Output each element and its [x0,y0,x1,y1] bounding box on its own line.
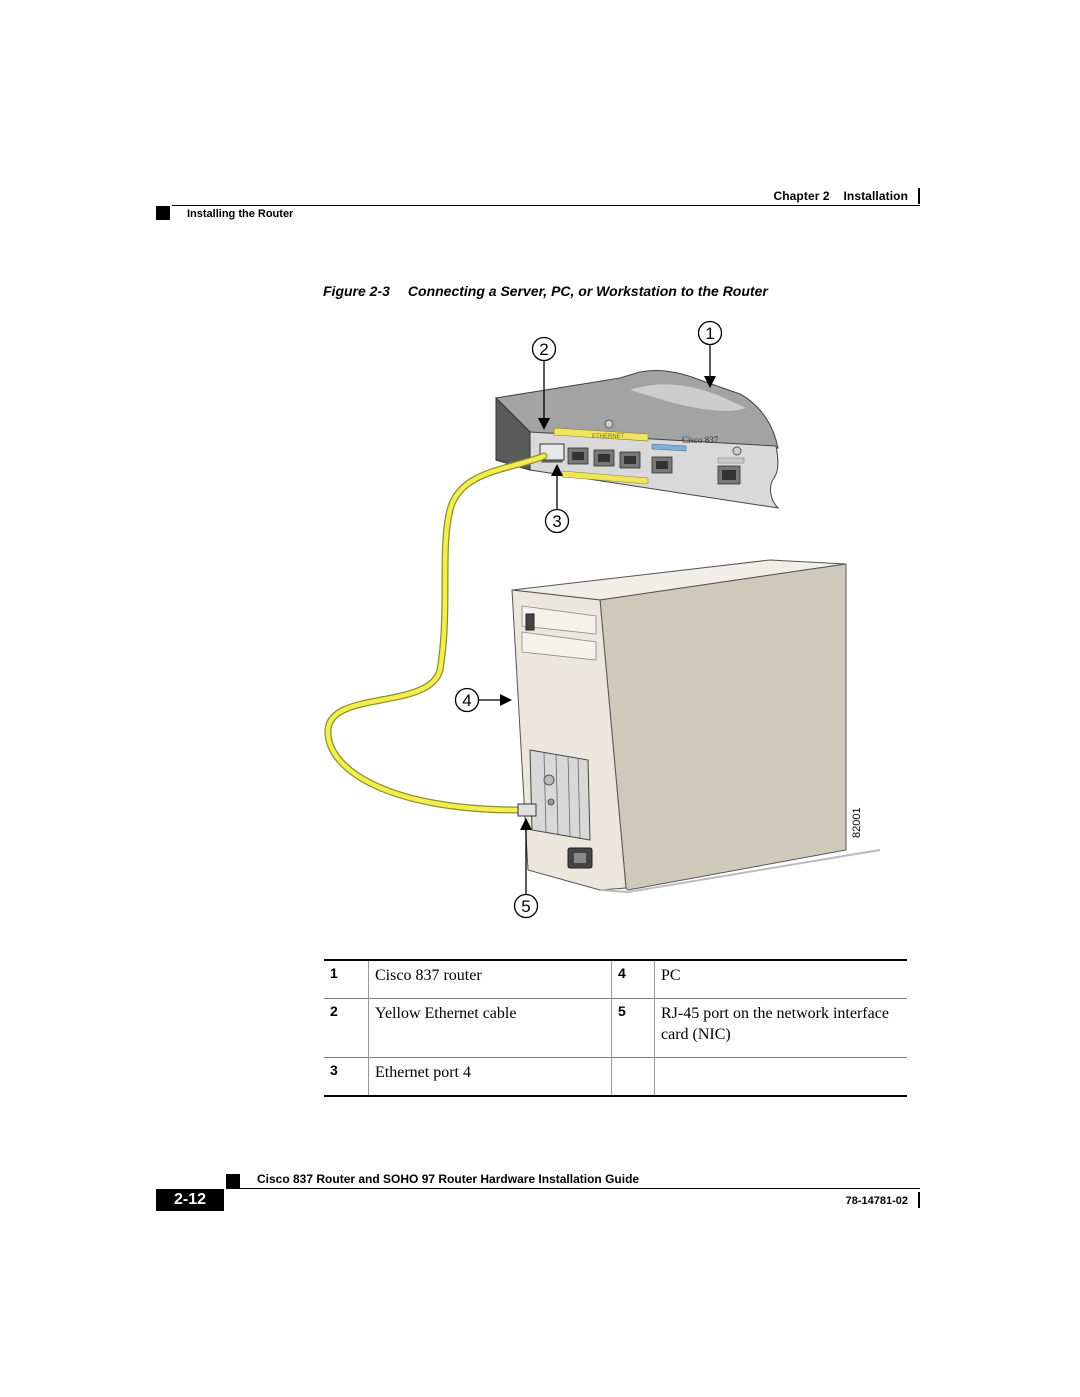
legend-row: 1 Cisco 837 router 4 PC [324,960,907,999]
callout-2-label: 2 [539,340,548,359]
svg-text:ETHERNET: ETHERNET [592,434,625,440]
legend-number: 3 [324,1057,369,1096]
legend-text [655,1058,908,1097]
router-graphic: ETHERNET Cisco 837 [495,369,780,509]
legend-row: 2 Yellow Ethernet cable 5 RJ-45 port on … [324,998,907,1058]
callout-4: 4 [454,687,512,713]
chapter-title: Installation [843,189,908,203]
legend-text: Cisco 837 router [368,960,612,999]
pc-tower-graphic [511,559,881,894]
ethernet-cable [324,452,548,814]
legend-text: PC [661,967,681,984]
callout-4-label: 4 [462,691,471,710]
legend-number [611,1057,655,1096]
legend-number: 5 [611,998,655,1058]
page-number: 2-12 [156,1189,224,1211]
legend-text: RJ-45 port on the network interface card… [661,1005,889,1043]
header-bar-marker [918,188,920,204]
callout-3: 3 [544,464,570,534]
figure-id: 82001 [851,807,863,838]
router-pc-connection-illustration: ETHERNET Cisco 837 [324,320,881,919]
footer-square-marker [226,1174,240,1188]
document-number: 78-14781-02 [845,1195,908,1207]
callout-3-label: 3 [552,512,561,531]
header-rule [172,205,920,206]
legend-number: 4 [611,960,655,999]
callout-1: 1 [697,320,723,388]
legend-text: Ethernet port 4 [368,1057,612,1096]
callout-2: 2 [531,336,557,430]
footer-rule [226,1188,920,1189]
footer-guide-title: Cisco 837 Router and SOHO 97 Router Hard… [257,1172,640,1186]
legend-number: 2 [324,998,369,1058]
legend-text: Yellow Ethernet cable [368,998,612,1058]
figure-caption: Figure 2-3 Connecting a Server, PC, or Wo… [323,283,768,299]
callout-5: 5 [513,818,539,919]
running-header-chapter: Chapter 2 Installation [640,189,908,203]
header-square-marker [156,206,170,220]
footer-bar-marker [918,1192,920,1208]
callout-1-label: 1 [705,324,714,343]
callout-5-label: 5 [521,897,530,916]
running-header-section: Installing the Router [187,208,294,220]
router-model-label: Cisco 837 [682,435,719,445]
figure-number: Figure 2-3 [323,283,390,299]
legend-number: 1 [324,960,369,999]
figure-title: Connecting a Server, PC, or Workstation … [407,283,768,299]
chapter-label: Chapter 2 [773,189,830,203]
legend-row: 3 Ethernet port 4 [324,1057,908,1097]
callout-legend-table: 1 Cisco 837 router 4 PC 2 Yellow Etherne… [324,959,907,1097]
